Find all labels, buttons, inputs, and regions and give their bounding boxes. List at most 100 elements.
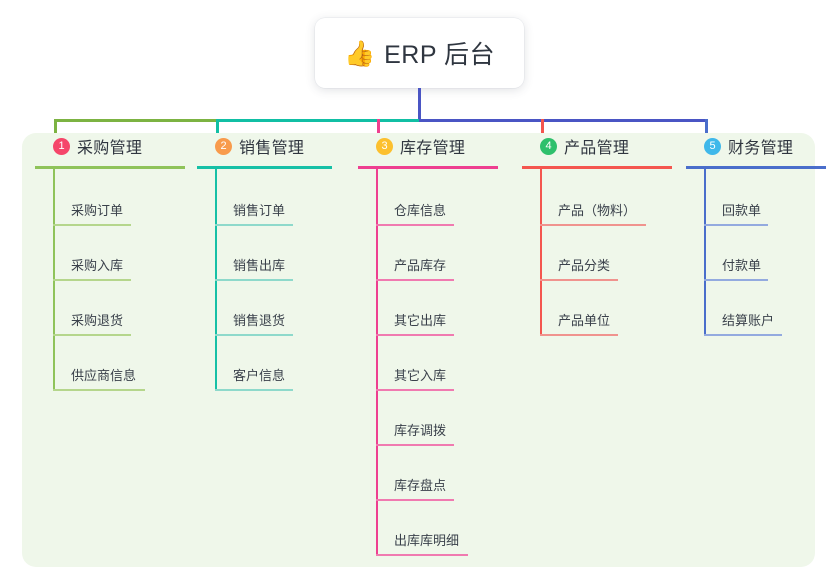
category-item[interactable]: 产品（物料） xyxy=(540,171,672,226)
category-header-1[interactable]: 1 采购管理 xyxy=(35,133,185,159)
category-item-label: 产品分类 xyxy=(558,258,611,273)
category-header-4[interactable]: 4 产品管理 xyxy=(522,133,672,159)
category-item[interactable]: 结算账户 xyxy=(704,281,826,336)
category-item[interactable]: 仓库信息 xyxy=(376,171,498,226)
category-index-badge: 5 xyxy=(704,137,721,155)
root-node-title-card[interactable]: 👍 ERP 后台 xyxy=(315,18,524,88)
category-item-label: 销售订单 xyxy=(233,203,286,218)
category-column-2: 2 销售管理销售订单销售出库销售退货客户信息 xyxy=(197,133,332,391)
category-header-rule xyxy=(358,166,498,169)
page-title: ERP 后台 xyxy=(384,41,496,69)
category-item-label: 出库库明细 xyxy=(394,533,460,548)
category-index-badge: 1 xyxy=(53,137,70,155)
category-item[interactable]: 销售订单 xyxy=(215,171,332,226)
category-item-rule xyxy=(376,224,454,226)
category-header-2[interactable]: 2 销售管理 xyxy=(197,133,332,159)
category-column-4: 4 产品管理产品（物料） 产品分类产品单位 xyxy=(522,133,672,336)
category-header-rule xyxy=(197,166,332,169)
category-item-label: 采购退货 xyxy=(71,313,124,328)
branch-drop-5 xyxy=(705,119,708,144)
category-header-rule xyxy=(522,166,672,169)
category-column-1: 1 采购管理采购订单采购入库采购退货供应商信息 xyxy=(35,133,185,391)
category-item[interactable]: 采购退货 xyxy=(53,281,185,336)
category-title-label: 产品管理 xyxy=(564,140,630,157)
category-index-badge: 2 xyxy=(215,137,232,155)
category-item[interactable]: 产品单位 xyxy=(540,281,672,336)
bus-segment-3 xyxy=(419,119,708,122)
category-item-rule xyxy=(704,279,768,281)
branch-drop-4 xyxy=(541,119,544,144)
category-item-label: 结算账户 xyxy=(722,313,775,328)
category-spine-line xyxy=(704,169,706,336)
category-index-badge: 4 xyxy=(540,137,557,155)
branch-drop-3 xyxy=(377,119,380,144)
category-title-label: 库存管理 xyxy=(400,140,466,157)
category-item[interactable]: 出库库明细 xyxy=(376,501,498,556)
category-item-label: 供应商信息 xyxy=(71,368,137,383)
category-item-rule xyxy=(376,444,454,446)
category-item[interactable]: 付款单 xyxy=(704,226,826,281)
category-item-label: 销售出库 xyxy=(233,258,286,273)
trunk-connector-line xyxy=(418,88,421,121)
category-item[interactable]: 客户信息 xyxy=(215,336,332,391)
category-item-label: 客户信息 xyxy=(233,368,286,383)
category-item-label: 付款单 xyxy=(722,258,762,273)
category-item-rule xyxy=(53,389,145,391)
category-item-rule xyxy=(540,334,618,336)
category-item[interactable]: 产品库存 xyxy=(376,226,498,281)
category-item-rule xyxy=(53,224,131,226)
category-spine-line xyxy=(376,169,378,556)
category-item-rule xyxy=(215,389,293,391)
category-item-label: 采购订单 xyxy=(71,203,124,218)
category-item[interactable]: 库存调拨 xyxy=(376,391,498,446)
branch-drop-1 xyxy=(54,119,57,144)
category-title-label: 财务管理 xyxy=(728,140,794,157)
category-title-label: 采购管理 xyxy=(77,140,143,157)
category-header-rule xyxy=(35,166,185,169)
category-item-rule xyxy=(376,389,454,391)
category-item[interactable]: 回款单 xyxy=(704,171,826,226)
category-item[interactable]: 其它出库 xyxy=(376,281,498,336)
category-item-label: 采购入库 xyxy=(71,258,124,273)
category-item[interactable]: 其它入库 xyxy=(376,336,498,391)
category-item[interactable]: 库存盘点 xyxy=(376,446,498,501)
category-item[interactable]: 销售出库 xyxy=(215,226,332,281)
category-item[interactable]: 采购入库 xyxy=(53,226,185,281)
categories-panel: 1 采购管理采购订单采购入库采购退货供应商信息 2 销售管理销售订单销售出库销售退货客… xyxy=(22,133,826,567)
category-spine-line xyxy=(540,169,542,336)
category-item[interactable]: 供应商信息 xyxy=(53,336,185,391)
category-item-rule xyxy=(215,224,293,226)
category-item-label: 库存盘点 xyxy=(394,478,447,493)
category-item-label: 产品库存 xyxy=(394,258,447,273)
category-item-rule xyxy=(704,334,782,336)
category-item-rule xyxy=(53,334,131,336)
category-item-rule xyxy=(53,279,131,281)
category-column-5: 5 财务管理回款单付款单结算账户 xyxy=(686,133,826,336)
category-item-label: 其它入库 xyxy=(394,368,447,383)
category-item-label: 库存调拨 xyxy=(394,423,447,438)
category-header-5[interactable]: 5 财务管理 xyxy=(686,133,826,159)
category-item[interactable]: 采购订单 xyxy=(53,171,185,226)
category-item-label: 其它出库 xyxy=(394,313,447,328)
branch-drop-2 xyxy=(216,119,219,144)
category-title-label: 销售管理 xyxy=(239,140,305,157)
category-item-rule xyxy=(376,334,454,336)
category-index-badge: 3 xyxy=(376,137,393,155)
thumbs-up-emoji: 👍 xyxy=(343,38,376,68)
category-item-label: 回款单 xyxy=(722,203,762,218)
category-item-label: 产品单位 xyxy=(558,313,611,328)
category-item-rule xyxy=(376,499,454,501)
category-item-label: 销售退货 xyxy=(233,313,286,328)
bus-segment-1 xyxy=(54,119,219,122)
bus-segment-2 xyxy=(216,119,422,122)
category-header-3[interactable]: 3 库存管理 xyxy=(358,133,498,159)
category-item[interactable]: 产品分类 xyxy=(540,226,672,281)
category-column-3: 3 库存管理仓库信息产品库存其它出库其它入库库存调拨库存盘点出库库明细 xyxy=(358,133,498,556)
category-item-rule xyxy=(215,334,293,336)
category-item[interactable]: 销售退货 xyxy=(215,281,332,336)
category-header-rule xyxy=(686,166,826,169)
category-item-rule xyxy=(215,279,293,281)
category-item-label: 仓库信息 xyxy=(394,203,447,218)
category-item-rule xyxy=(704,224,768,226)
